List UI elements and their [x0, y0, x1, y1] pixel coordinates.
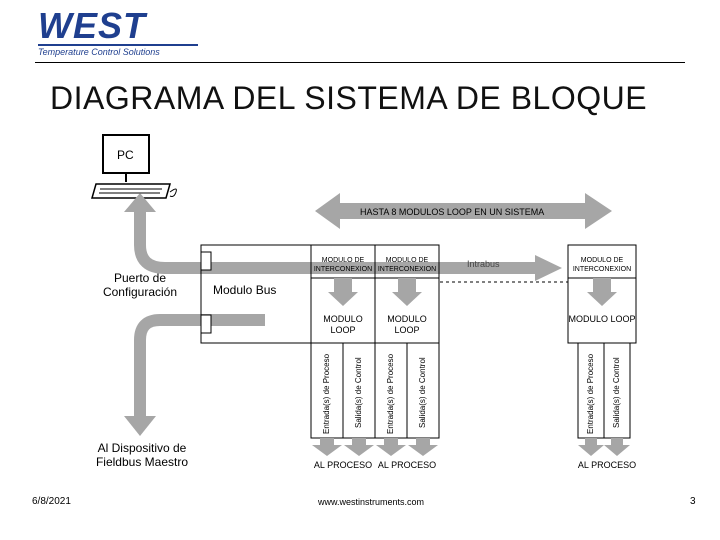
module-3-inputs-box	[577, 342, 605, 439]
module-2-process-label: AL PROCESO	[377, 460, 437, 470]
intrabus-arrowhead	[535, 255, 562, 281]
module-2-down-arrow	[392, 278, 422, 306]
header-rule	[35, 62, 685, 63]
module-3-outputs-label: Salida(s) de Control	[612, 357, 621, 428]
banner-arrow	[315, 193, 612, 229]
module-3-interconnect-label: MODULO DE INTERCONEXION	[572, 257, 632, 273]
footer-page-number: 3	[690, 496, 696, 507]
pc-label: PC	[117, 148, 134, 162]
module-2-interconnect-label: MODULO DE INTERCONEXION	[377, 257, 437, 273]
pc-mouse	[169, 188, 177, 197]
logo-wordmark: WEST	[38, 5, 146, 46]
fieldbus-arrow	[134, 314, 265, 418]
footer-url[interactable]: www.westinstruments.com	[318, 497, 425, 507]
module-1-outputs-label: Salida(s) de Control	[354, 357, 363, 428]
module-2-inputs-label: Entrada(s) de Proceso	[386, 353, 395, 434]
module-2-outputs-box	[406, 342, 440, 439]
module-3-process-label: AL PROCESO	[577, 460, 637, 470]
module-1-inputs-box	[310, 342, 344, 439]
module-3-down-arrow	[587, 278, 617, 306]
module-2-outputs-label: Salida(s) de Control	[418, 357, 427, 428]
module-3-loop-label: MODULO LOOP	[568, 314, 636, 324]
module-bus-label: Modulo Bus	[213, 283, 277, 297]
module-1-interconnect-label: MODULO DE INTERCONEXION	[313, 257, 373, 273]
page-title: DIAGRAMA DEL SISTEMA DE BLOQUE	[50, 80, 648, 116]
module-1-loop-label: MODULO LOOP	[323, 314, 363, 335]
intrabus-label: Intrabus	[467, 259, 500, 269]
module-3-inputs-label: Entrada(s) de Proceso	[586, 353, 595, 434]
banner-label: HASTA 8 MODULOS LOOP EN UN SISTEMA	[360, 207, 545, 217]
logo-tagline: Temperature Control Solutions	[38, 44, 198, 57]
module-1-outputs-box	[342, 342, 376, 439]
fieldbus-master-label: Al Dispositivo de Fieldbus Maestro	[95, 441, 189, 469]
pc-keyboard	[91, 183, 171, 199]
module-2-inputs-box	[374, 342, 408, 439]
west-logo: WEST Temperature Control Solutions	[38, 8, 198, 58]
config-port-label: Puerto de Configuración	[102, 271, 178, 299]
module-2-loop-label: MODULO LOOP	[387, 314, 427, 335]
module-1-inputs-label: Entrada(s) de Proceso	[322, 353, 331, 434]
module-3-outputs-box	[603, 342, 631, 439]
fieldbus-arrowhead	[124, 416, 156, 436]
module-1-process-label: AL PROCESO	[313, 460, 373, 470]
footer-date: 6/8/2021	[32, 496, 71, 507]
pc-link-arrow	[134, 205, 535, 274]
module-1-down-arrow	[328, 278, 358, 306]
pc-arrowhead	[124, 193, 156, 212]
